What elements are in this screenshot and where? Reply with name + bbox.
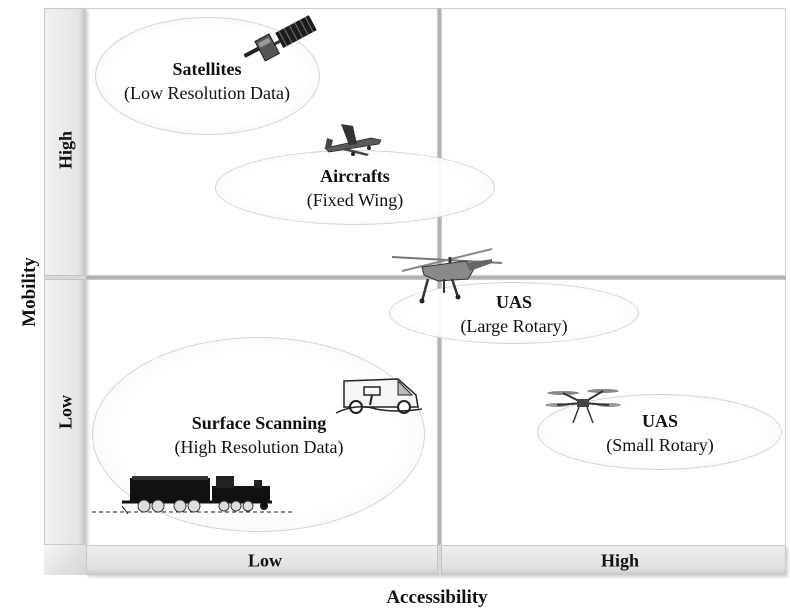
satellites-title: Satellites [172,59,242,79]
x-low-label: Low [247,550,283,571]
satellite-icon [243,15,317,62]
x-panel-divider [437,545,442,575]
x-high-label: High [600,550,640,571]
satellites-subtitle: (Low Resolution Data) [124,83,290,103]
y-low-label: Low [55,394,76,430]
uas-small-rotary-subtitle: (Small Rotary) [606,435,714,455]
aircrafts-label: Aircrafts (Fixed Wing) [307,164,403,212]
surface-scanning-label: Surface Scanning (High Resolution Data) [175,411,344,459]
y-axis-title: Mobility [19,257,40,327]
uas-small-rotary-title: UAS [641,411,679,431]
y-panel-divider [44,275,86,280]
y-high-label: High [55,130,76,170]
uas-large-rotary-title: UAS [495,292,532,312]
airplane-icon [324,124,382,156]
van-scanner-icon [335,378,423,414]
x-axis-title: Accessibility [386,587,488,608]
surface-scanning-title: Surface Scanning [191,413,327,433]
satellites-label: Satellites (Low Resolution Data) [124,57,290,105]
aircrafts-ellipse [215,150,495,225]
helicopter-icon [391,248,503,304]
surface-scanning-subtitle: (High Resolution Data) [174,437,344,457]
axis-panel-corner [44,545,86,575]
aircrafts-subtitle: (Fixed Wing) [306,190,404,210]
x-axis-panel [86,545,786,575]
uas-large-rotary-label: UAS (Large Rotary) [460,290,567,338]
train-icon [92,476,292,515]
uas-large-rotary-subtitle: (Large Rotary) [460,316,568,336]
multicopter-icon [545,389,621,424]
aircrafts-title: Aircrafts [320,166,390,186]
uas-small-rotary-label: UAS (Small Rotary) [606,409,713,457]
uas-large-rotary-ellipse [389,282,639,344]
